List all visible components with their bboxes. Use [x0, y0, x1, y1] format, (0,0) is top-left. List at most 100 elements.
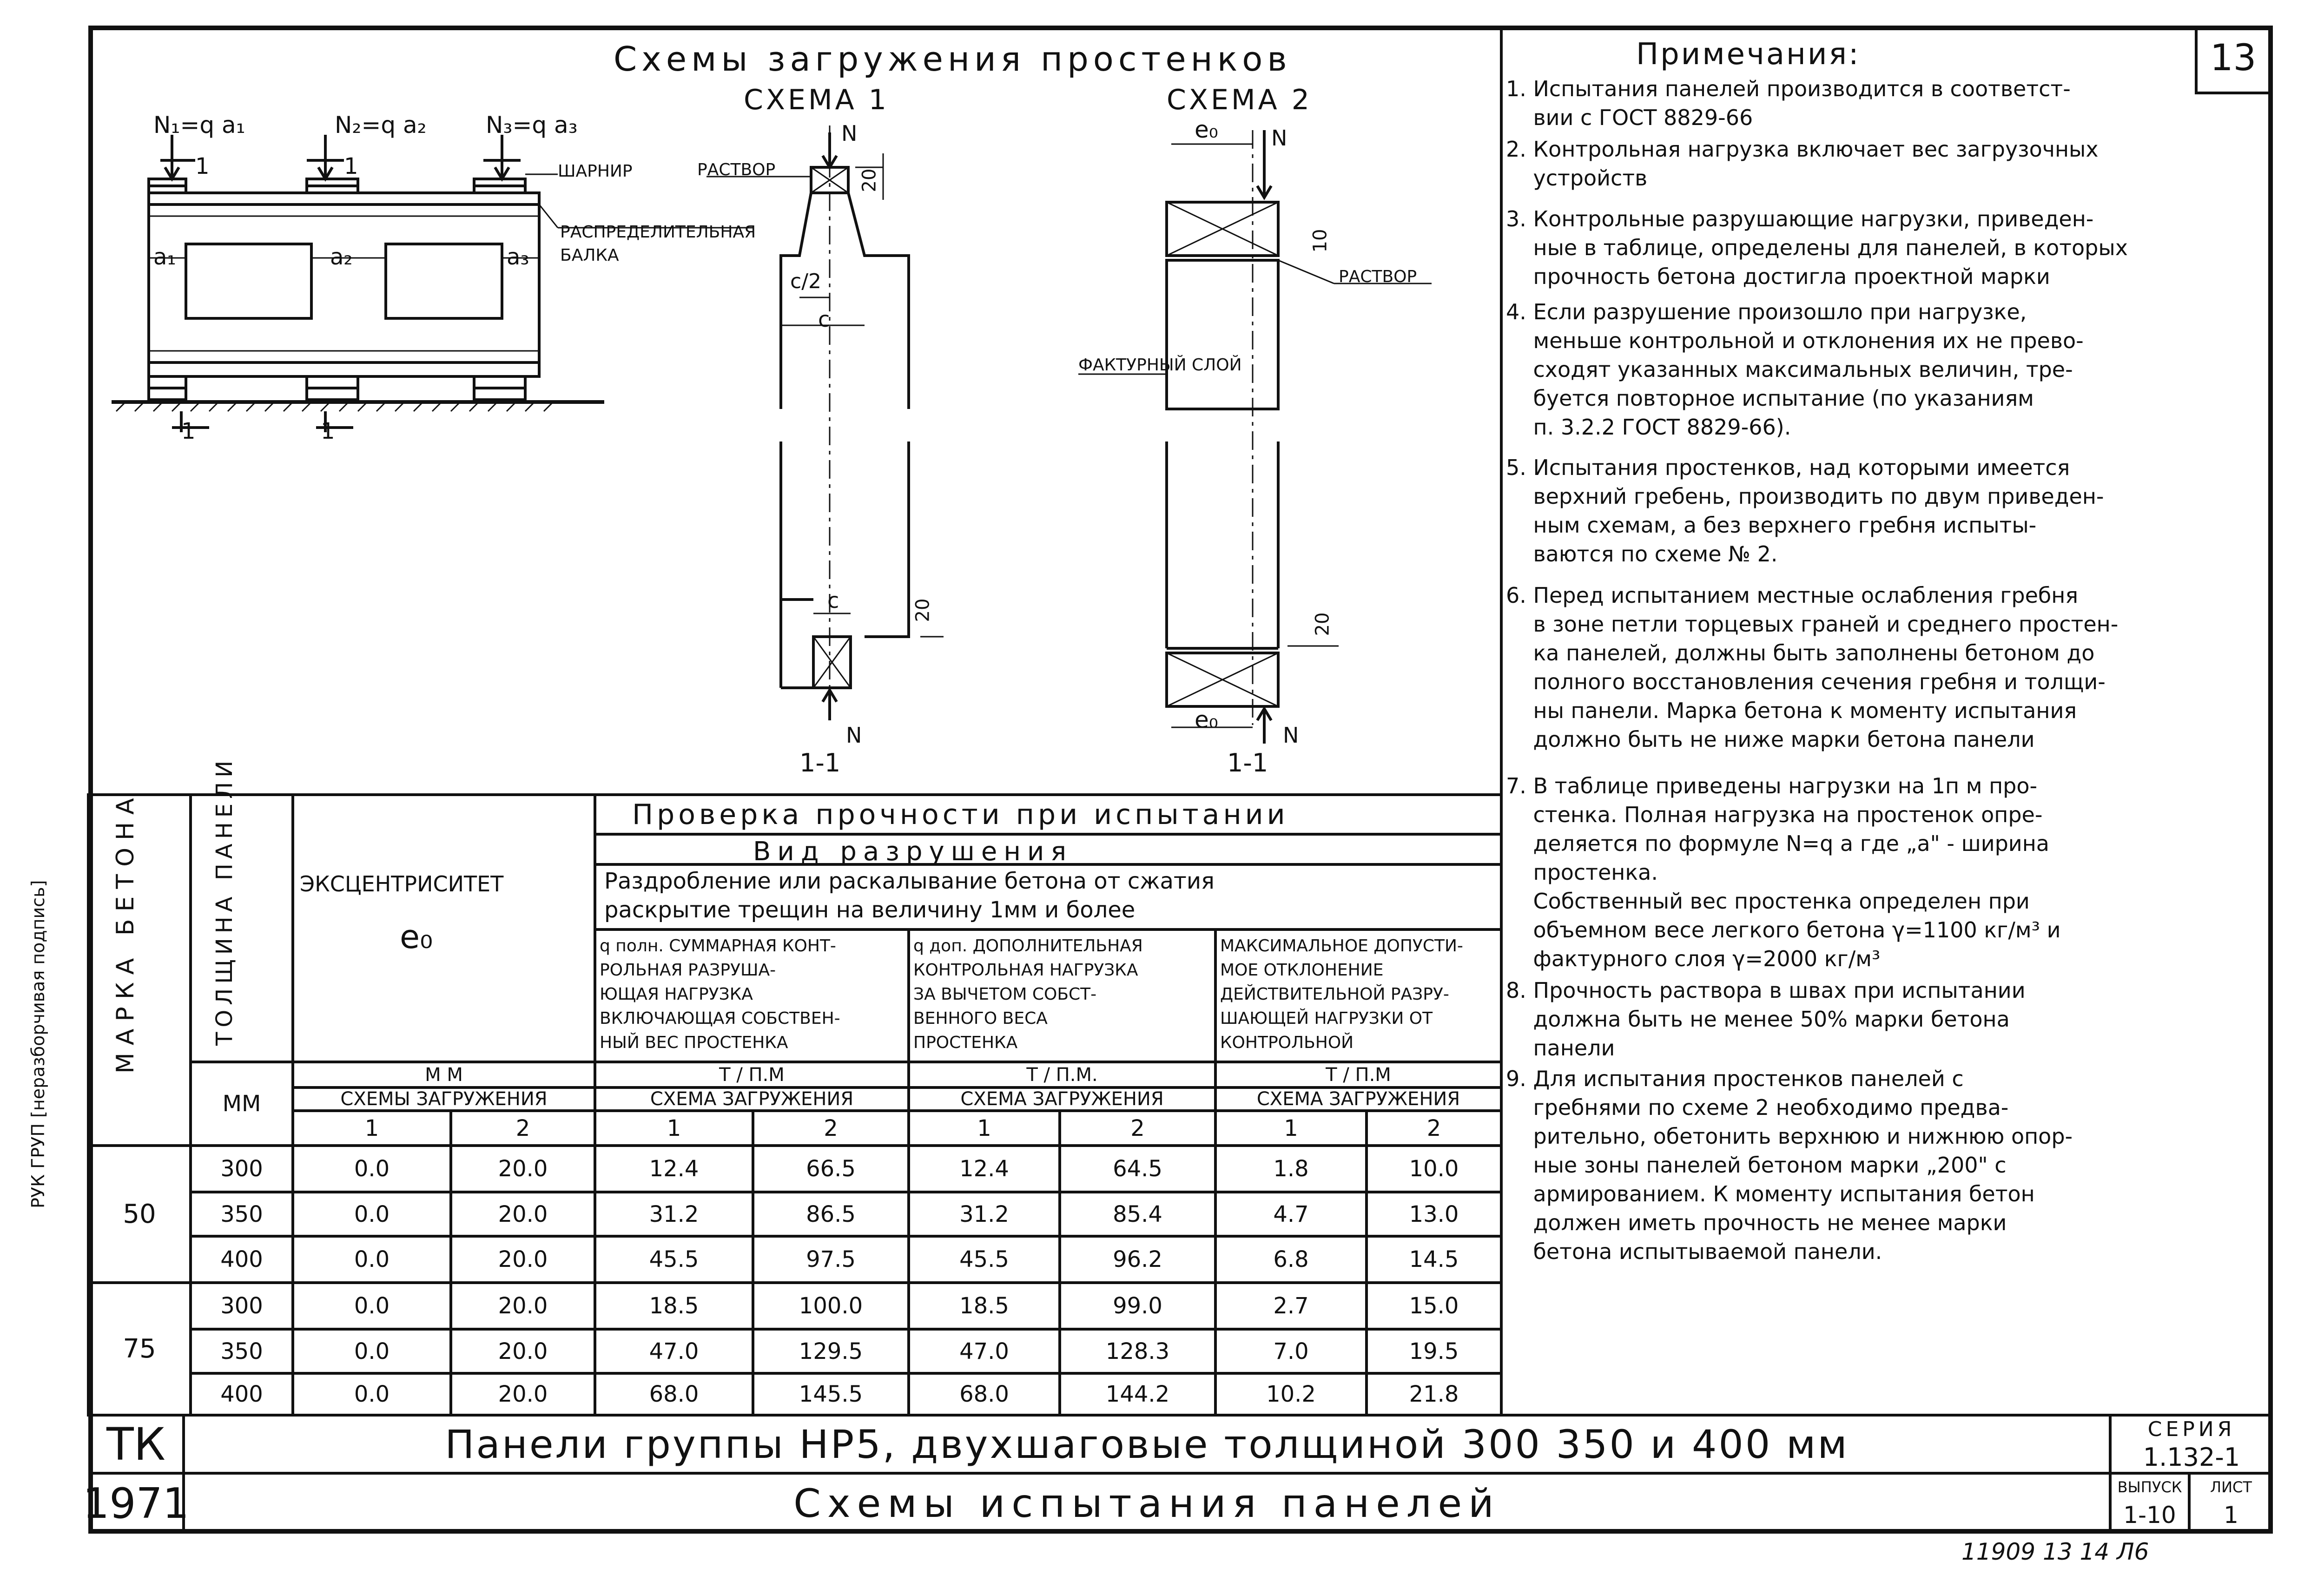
table-cell: 7.0: [1273, 1338, 1309, 1364]
sheet-value: 1: [2224, 1502, 2238, 1529]
hdr-qadd: q доп. ДОПОЛНИТЕЛЬНАЯ КОНТРОЛЬНАЯ НАГРУЗ…: [913, 936, 1143, 1052]
table-cell: 400: [220, 1246, 263, 1272]
table-cell: 47.0: [959, 1338, 1009, 1364]
archive-stamp: 11909 13 14 Л6: [1961, 1538, 2149, 1565]
table-cell: 68.0: [649, 1381, 699, 1407]
scheme-num: 2: [515, 1115, 530, 1141]
note-1: 1. Испытания панелей производится в соот…: [1506, 76, 2071, 130]
concrete-mark-75: 75: [123, 1334, 156, 1364]
dim-20-c: 20: [1312, 612, 1334, 636]
table-cell: 66.5: [806, 1156, 856, 1182]
series-label: СЕРИЯ: [2147, 1417, 2236, 1441]
note-7: 7. В таблице приведены нагрузки на 1п м …: [1506, 773, 2061, 971]
hdr-check: Проверка прочности при испытании: [632, 798, 1289, 831]
table-cell: 0.0: [354, 1293, 390, 1319]
table-cell: 20.0: [498, 1156, 548, 1182]
dim-20-a: 20: [858, 168, 880, 192]
table-cell: 99.0: [1113, 1293, 1162, 1319]
hdr-desc1: Раздробление или раскалывание бетона от …: [604, 868, 1215, 894]
table-cell: 47.0: [649, 1338, 699, 1364]
table-cell: 350: [220, 1201, 263, 1227]
hinge-label: ШАРНИР: [558, 162, 633, 181]
table-cell: 14.5: [1409, 1246, 1459, 1272]
n-label-2-top: N: [1271, 125, 1287, 151]
mortar-label-1: РАСТВОР: [697, 160, 776, 179]
note-8: 8. Прочность раствора в швах при испытан…: [1506, 978, 2026, 1061]
table-cell: 21.8: [1409, 1381, 1459, 1407]
scheme-num: 1: [364, 1115, 379, 1141]
scheme1-label: СХЕМА 1: [744, 84, 889, 116]
table-cell: 10.2: [1266, 1381, 1316, 1407]
table-cell: 13.0: [1409, 1201, 1459, 1227]
notes-title: Примечания:: [1636, 37, 1861, 72]
table-cell: 45.5: [959, 1246, 1009, 1272]
note-3: 3. Контрольные разрушающие нагрузки, при…: [1506, 206, 2128, 289]
n-label-1-bottom: N: [846, 723, 862, 748]
e0-label-bottom: e₀: [1195, 706, 1218, 733]
table-cell: 18.5: [649, 1293, 699, 1319]
hdr-mark: МАРКА БЕТОНА: [112, 791, 139, 1074]
load-label-1: N₁=q a₁: [153, 112, 245, 138]
table-cell: 1.8: [1273, 1156, 1309, 1182]
mortar-label-2: РАСТВОР: [1339, 267, 1417, 286]
table-cell: 20.0: [498, 1338, 548, 1364]
hdr-desc2: раскрытие трещин на величину 1мм и более: [604, 897, 1136, 923]
gap-label-a2: a₂: [330, 244, 353, 270]
dim-20-b: 20: [912, 598, 934, 622]
scheme-hdr-q3: СХЕМА ЗАГРУЖЕНИЯ: [1256, 1088, 1460, 1110]
table-cell: 97.5: [806, 1246, 856, 1272]
table-cell: 129.5: [799, 1338, 863, 1364]
table-cell: 0.0: [354, 1201, 390, 1227]
hdr-e0: e₀: [400, 918, 433, 956]
beam-label: РАСПРЕДЕЛИТЕЛЬНАЯ БАЛКА: [560, 221, 756, 267]
table-cell: 300: [220, 1156, 263, 1182]
hdr-ecc: ЭКСЦЕНТРИСИТЕТ: [300, 871, 504, 896]
c-label-2: c: [827, 588, 839, 613]
table-cell: 300: [220, 1293, 263, 1319]
beam-label-text: РАСПРЕДЕЛИТЕЛЬНАЯ БАЛКА: [560, 223, 756, 265]
unit-mm-ecc: М М: [425, 1064, 463, 1086]
scheme-hdr-q1: СХЕМА ЗАГРУЖЕНИЯ: [650, 1088, 854, 1110]
table-cell: 145.5: [799, 1381, 863, 1407]
unit-tpm-3: Т / П.М: [1326, 1064, 1391, 1086]
scheme-num: 1: [977, 1115, 991, 1141]
table-cell: 85.4: [1113, 1201, 1162, 1227]
n-label-1-top: N: [841, 121, 858, 146]
gap-label-a3: a₃: [507, 244, 529, 270]
table-cell: 20.0: [498, 1381, 548, 1407]
table-cell: 31.2: [649, 1201, 699, 1227]
section-mark-2: 1: [344, 153, 358, 179]
table-cell: 15.0: [1409, 1293, 1459, 1319]
n-label-2-bottom: N: [1283, 723, 1299, 748]
scheme-num: 2: [824, 1115, 838, 1141]
note-4: 4. Если разрушение произошло при нагрузк…: [1506, 299, 2084, 440]
texture-layer-label: ФАКТУРНЫЙ СЛОЙ: [1078, 356, 1242, 375]
table-cell: 68.0: [959, 1381, 1009, 1407]
scheme2-label: СХЕМА 2: [1167, 84, 1312, 116]
sheet-number: 13: [2210, 37, 2257, 79]
table-cell: 64.5: [1113, 1156, 1162, 1182]
c-label-1: c: [818, 307, 830, 332]
scheme-num: 1: [667, 1115, 681, 1141]
table-cell: 10.0: [1409, 1156, 1459, 1182]
note-6: 6. Перед испытанием местные ослабления г…: [1506, 583, 2119, 752]
table-cell: 0.0: [354, 1338, 390, 1364]
table-cell: 144.2: [1105, 1381, 1170, 1407]
table-cell: 96.2: [1113, 1246, 1162, 1272]
scheme-num: 1: [1284, 1115, 1298, 1141]
hdr-kind: Вид разрушения: [753, 837, 1073, 867]
section-mark-4: 1: [321, 418, 335, 444]
table-cell: 0.0: [354, 1381, 390, 1407]
issue-label: ВЫПУСК: [2117, 1478, 2182, 1496]
section-label-2: 1-1: [1227, 748, 1268, 778]
unit-mm-thickness: ММ: [222, 1091, 261, 1117]
sheet-label: ЛИСТ: [2210, 1478, 2252, 1496]
load-label-3: N₃=q a₃: [486, 112, 578, 138]
hdr-thickness: ТОЛЩИНА ПАНЕЛИ: [211, 756, 238, 1046]
table-cell: 350: [220, 1338, 263, 1364]
table-cell: 400: [220, 1381, 263, 1407]
title-block-title2: Схемы испытания панелей: [793, 1481, 1500, 1526]
note-9: 9. Для испытания простенков панелей с гр…: [1506, 1066, 2073, 1264]
title-block-year: 1971: [82, 1479, 190, 1528]
